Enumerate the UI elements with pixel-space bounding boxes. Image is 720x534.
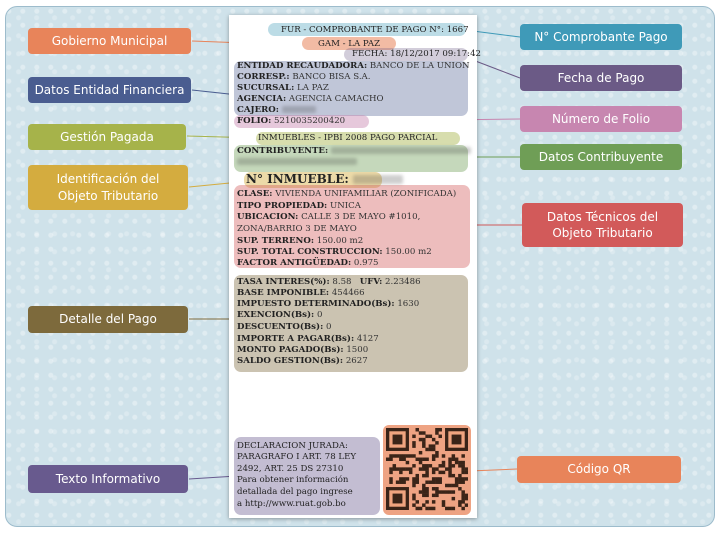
info-line-6: a http://www.ruat.gob.bo: [237, 499, 346, 509]
label-gobierno-municipal: Gobierno Municipal: [28, 28, 191, 54]
corresp-row: CORRESP.: BANCO BISA S.A.: [237, 72, 371, 82]
label-detalle-pago: Detalle del Pago: [28, 306, 188, 333]
exencion-row: EXENCION(Bs): 0: [237, 310, 323, 320]
descuento-row: DESCUENTO(Bs): 0: [237, 322, 332, 332]
highlight-folio: [234, 115, 369, 128]
importe-row: IMPORTE A PAGAR(Bs): 4127: [237, 334, 379, 344]
sucursal-row: SUCURSAL: LA PAZ: [237, 83, 329, 93]
terreno-row: SUP. TERRENO: 150.00 m2: [237, 236, 364, 246]
clase-row: CLASE: VIVIENDA UNIFAMILIAR (ZONIFICADA): [237, 189, 457, 199]
folio-row: FOLIO: 5210035200420: [237, 116, 346, 126]
construccion-row: SUP. TOTAL CONSTRUCCION: 150.00 m2: [237, 247, 432, 257]
contribuyente-name-redacted: [237, 157, 357, 167]
label-gestion-pagada: Gestión Pagada: [28, 124, 186, 150]
label-datos-contribuyente: Datos Contribuyente: [520, 144, 682, 170]
tipo-row: TIPO PROPIEDAD: UNICA: [237, 201, 361, 211]
base-row: BASE IMPONIBLE: 454466: [237, 288, 365, 298]
gestion-row: INMUEBLES - IPBI 2008 PAGO PARCIAL: [258, 133, 438, 143]
label-fecha-pago: Fecha de Pago: [520, 65, 682, 91]
info-line-4: Para obtener información: [237, 475, 349, 485]
contribuyente-row: CONTRIBUYENTE:: [237, 146, 471, 156]
cajero-row: CAJERO:: [237, 105, 316, 115]
ubicacion-row: UBICACION: CALLE 3 DE MAYO #1010,: [237, 212, 421, 222]
qr-code: [386, 428, 468, 511]
info-line-2: PARAGRAFO I ART. 78 LEY: [237, 452, 357, 462]
highlight-fecha: [344, 48, 468, 61]
highlight-gam: [302, 37, 396, 50]
highlight-info: [234, 437, 380, 515]
highlight-entidad: [234, 61, 468, 116]
entidad-row: ENTIDAD RECAUDADORA: BANCO DE LA UNION: [237, 61, 470, 71]
impuesto-row: IMPUESTO DETERMINADO(Bs): 1630: [237, 299, 420, 309]
info-line-1: DECLARACION JURADA:: [237, 441, 348, 451]
highlight-inmueble: [244, 172, 382, 188]
monto-row: MONTO PAGADO(Bs): 1500: [237, 345, 369, 355]
highlight-tecnicos: [234, 185, 470, 268]
saldo-row: SALDO GESTION(Bs): 2627: [237, 356, 368, 366]
receipt-header: FUR - COMPROBANTE DE PAGO N°: 1667: [281, 25, 469, 35]
highlight-contribuyente: [234, 145, 468, 172]
label-identificacion-objeto: Identificación del Objeto Tributario: [28, 165, 188, 210]
label-codigo-qr: Código QR: [517, 456, 681, 483]
highlight-comprobante: [268, 23, 466, 36]
info-line-5: detallada del pago ingrese: [237, 487, 353, 497]
receipt-gam: GAM - LA PAZ: [318, 39, 381, 49]
factor-row: FACTOR ANTIGÜEDAD: 0.975: [237, 258, 379, 268]
receipt-fecha: FECHA: 18/12/2017 09:17:42: [352, 49, 481, 59]
zona-row: ZONA/BARRIO 3 DE MAYO: [237, 224, 357, 234]
label-datos-tecnicos: Datos Técnicos del Objeto Tributario: [522, 203, 683, 247]
info-line-3: 2492, ART. 25 DS 27310: [237, 464, 344, 474]
agencia-row: AGENCIA: AGENCIA CAMACHO: [237, 94, 384, 104]
label-numero-folio: Número de Folio: [520, 106, 682, 132]
label-datos-entidad-financiera: Datos Entidad Financiera: [28, 77, 191, 103]
inmueble-row: N° INMUEBLE:: [246, 172, 403, 186]
label-texto-informativo: Texto Informativo: [28, 465, 188, 493]
label-comprobante-pago: N° Comprobante Pago: [520, 24, 682, 50]
highlight-gestion: [256, 132, 460, 145]
tasa-row: TASA INTERES(%): 8.58 UFV: 2.23486: [237, 277, 421, 287]
highlight-detalle: [234, 275, 468, 372]
